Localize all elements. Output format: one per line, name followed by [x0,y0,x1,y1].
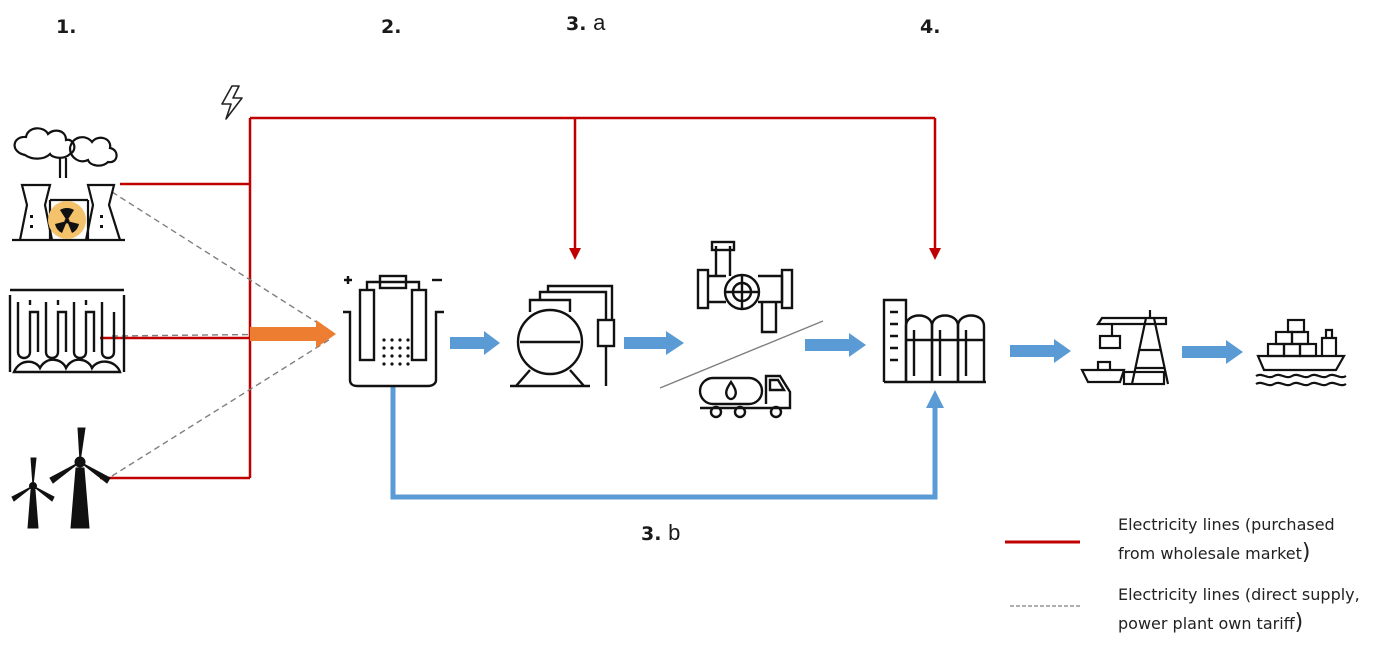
legend-item-direct-supply: Electricity lines (direct supply, power … [1118,581,1368,638]
legend-label-wholesale: Electricity lines (purchased from wholes… [1118,515,1335,563]
dashed-line-hydro [111,333,301,337]
transport-option-separator [659,320,824,389]
wind-turbines-icon [11,427,111,529]
flow-arrow-compressor-transport [624,331,684,355]
step-4-label: 4. [920,16,940,38]
step-2-label: 2. [381,16,401,38]
legend-paren-direct-supply: ) [1294,610,1304,635]
step-1-label: 1. [56,16,76,38]
step-2-number: 2. [381,16,402,38]
cargo-ship-icon [1255,318,1347,387]
red-arrowhead-storage [929,248,941,260]
flow-arrow-transport-storage [805,333,866,357]
step-3b-label: 3. b [641,520,680,546]
plant-windows [30,215,103,228]
wholesale-electricity-lines [100,116,937,480]
lightning-bolt-icon [221,85,243,120]
bypass-flow-line [390,385,944,500]
step-3b-number: 3. [641,523,662,545]
legend-item-wholesale: Electricity lines (purchased from wholes… [1118,511,1368,568]
step-4-number: 4. [920,16,941,38]
tanker-truck-icon [698,374,792,419]
electrolyser-icon [343,274,444,388]
flow-arrow-port-ship [1182,340,1243,364]
red-arrowhead-compressor [569,248,581,260]
step-3a-label: 3. a [566,10,605,36]
electricity-input-arrow [250,320,336,348]
flow-arrow-electrolyser-compressor [450,331,500,355]
direct-supply-lines [111,191,333,477]
hydro-power-dam-icon [8,288,126,374]
step-3a-letter: a [593,10,606,35]
step-3a-number: 3. [566,13,587,35]
legend-paren-wholesale: ) [1301,540,1311,565]
compressor-tank-icon [510,284,616,388]
dashed-line-wind [111,337,333,477]
step-1-number: 1. [56,16,77,38]
storage-facility-icon [882,298,986,384]
hydrogen-flow-arrows [450,331,1243,364]
dashed-line-nuclear [111,191,333,333]
pipeline-valve-icon [696,240,794,334]
legend-label-direct-supply: Electricity lines (direct supply, power … [1118,585,1360,633]
nuclear-power-plant-icon [12,127,125,242]
port-crane-icon [1080,310,1170,386]
flow-arrow-storage-port [1010,339,1071,363]
radiation-symbol-icon [55,207,79,233]
step-3b-letter: b [668,520,681,545]
electrolyser-bubbles [382,338,410,366]
